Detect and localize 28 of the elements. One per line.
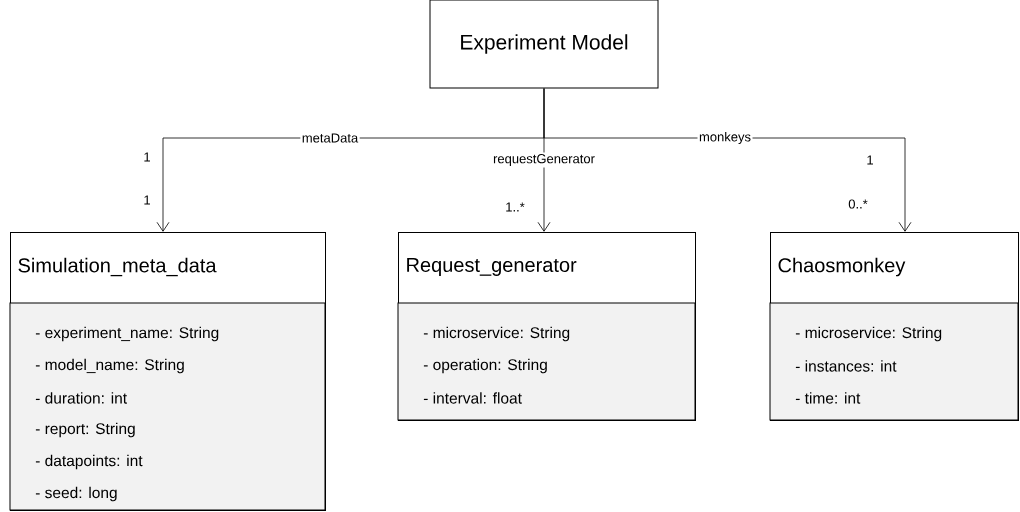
class-name: Request_generator	[407, 258, 577, 276]
attribute-text: - microservice: String	[795, 326, 942, 342]
attribute-text: - operation: String	[423, 358, 547, 374]
attribute-text: - experiment_name: String	[35, 326, 219, 342]
multiplicity-label: 1	[867, 155, 873, 165]
attribute-text: - microservice: String	[423, 326, 570, 342]
class-box	[9, 232, 326, 511]
attribute-text: - time: int	[795, 392, 861, 404]
class-box	[769, 232, 1019, 421]
attribute-text: - instances: int	[795, 360, 897, 372]
class-name: Chaosmonkey	[778, 257, 906, 277]
edge-label: metaData	[300, 131, 360, 145]
attribute-text: - datapoints: int	[35, 454, 143, 470]
attribute-text: - report: String	[35, 422, 135, 438]
class-box: Experiment Model	[429, 0, 659, 89]
multiplicity-label: 1..*	[506, 202, 525, 212]
multiplicity-label: 0..*	[848, 199, 868, 209]
association-arrow	[543, 88, 912, 232]
attribute-text: - interval: float	[423, 392, 522, 404]
multiplicity-label: 1	[144, 195, 150, 205]
class-box	[397, 232, 696, 421]
edge-label: requestGenerator	[491, 152, 597, 168]
edge-label: monkeys	[697, 130, 753, 146]
class-name: Simulation_meta_data	[18, 257, 217, 277]
attribute-text: - duration: int	[35, 392, 127, 404]
attribute-text: - model_name: String	[35, 358, 184, 374]
attribute-text: - seed: long	[35, 486, 117, 502]
multiplicity-label: 1	[144, 152, 150, 162]
